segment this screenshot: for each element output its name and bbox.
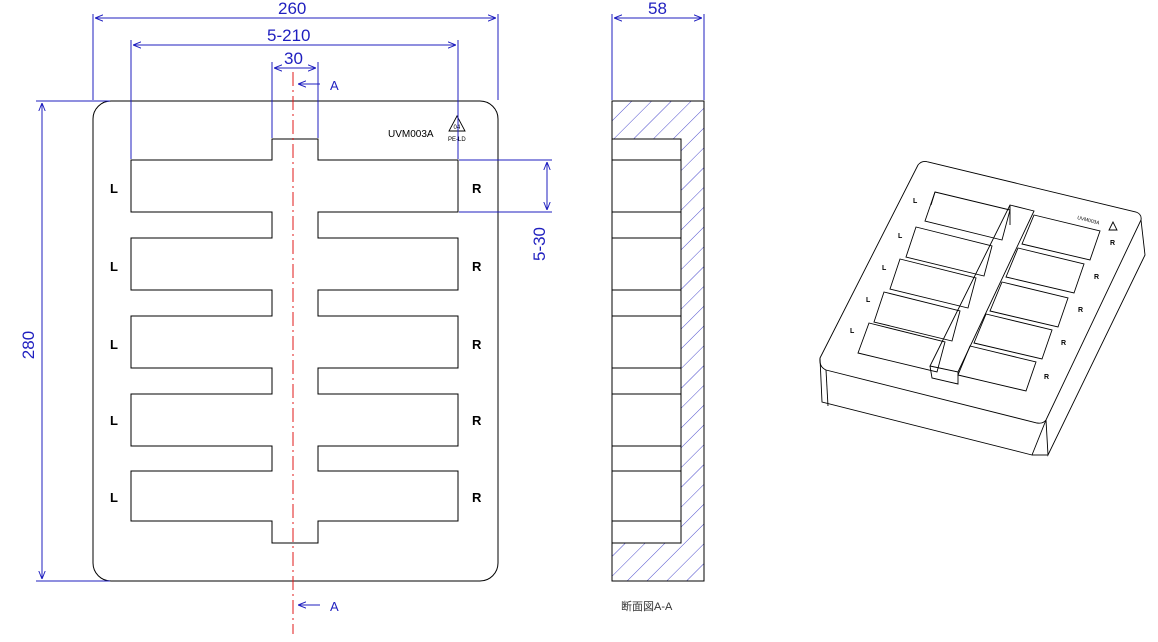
left-label: L bbox=[110, 181, 118, 196]
iso-model-code: UVM003A bbox=[1077, 215, 1101, 226]
dimension-text: 30 bbox=[284, 49, 303, 68]
svg-text:L: L bbox=[913, 198, 918, 205]
right-label: R bbox=[472, 337, 482, 352]
iso-pockets-left bbox=[857, 191, 1011, 373]
recycle-number: 04 bbox=[454, 125, 461, 131]
tray-outline bbox=[92, 100, 499, 582]
dimension-text: 280 bbox=[19, 331, 38, 359]
svg-text:R: R bbox=[1061, 340, 1066, 347]
section-pocket-lines bbox=[612, 159, 681, 522]
svg-text:L: L bbox=[898, 233, 903, 240]
right-labels: R R R R R bbox=[472, 181, 482, 505]
section-view: 58 断面図A-A bbox=[611, 0, 705, 613]
section-caption: 断面図A-A bbox=[621, 599, 673, 613]
pocket-outline bbox=[130, 138, 459, 544]
dimension-text: 260 bbox=[278, 0, 306, 18]
section-marker-bottom: A bbox=[298, 599, 339, 614]
iso-recycle-icon bbox=[1108, 220, 1118, 231]
isometric-view: UVM003A L L L L L R R R R R bbox=[819, 160, 1146, 457]
iso-center-channel bbox=[929, 204, 1035, 373]
top-view: L L L L L R R R R R UVM003A 04 PE-LD A bbox=[19, 0, 552, 634]
left-label: L bbox=[110, 259, 118, 274]
dimension-text: 5-210 bbox=[267, 26, 310, 45]
svg-text:A: A bbox=[330, 78, 339, 93]
dimension-overall-height: 280 bbox=[19, 100, 110, 582]
svg-text:R: R bbox=[1094, 274, 1099, 281]
iso-pockets-right bbox=[957, 214, 1101, 392]
recycle-material: PE-LD bbox=[448, 137, 466, 143]
right-label: R bbox=[472, 259, 482, 274]
svg-text:R: R bbox=[1078, 307, 1083, 314]
svg-text:A: A bbox=[330, 599, 339, 614]
right-label: R bbox=[472, 490, 482, 505]
left-label: L bbox=[110, 337, 118, 352]
dimension-overall-width: 260 bbox=[92, 0, 499, 100]
dimension-center-width: 30 bbox=[271, 49, 319, 138]
dimension-depth: 58 bbox=[611, 0, 705, 100]
svg-text:L: L bbox=[850, 328, 855, 335]
section-marker-top: A bbox=[298, 78, 339, 93]
right-label: R bbox=[472, 413, 482, 428]
recycle-symbol-icon: 04 PE-LD bbox=[448, 115, 466, 143]
svg-text:R: R bbox=[1110, 240, 1115, 247]
left-label: L bbox=[110, 490, 118, 505]
dimension-pocket-width: 5-210 bbox=[130, 26, 459, 159]
right-label: R bbox=[472, 181, 482, 196]
left-labels: L L L L L bbox=[110, 181, 118, 505]
dimension-text: 5-30 bbox=[530, 227, 549, 261]
dimension-pocket-height: 5-30 bbox=[459, 159, 552, 261]
svg-text:R: R bbox=[1044, 374, 1049, 381]
svg-text:L: L bbox=[866, 297, 871, 304]
model-code: UVM003A bbox=[388, 129, 434, 140]
svg-text:L: L bbox=[882, 265, 887, 272]
left-label: L bbox=[110, 413, 118, 428]
dimension-text: 58 bbox=[648, 0, 667, 18]
